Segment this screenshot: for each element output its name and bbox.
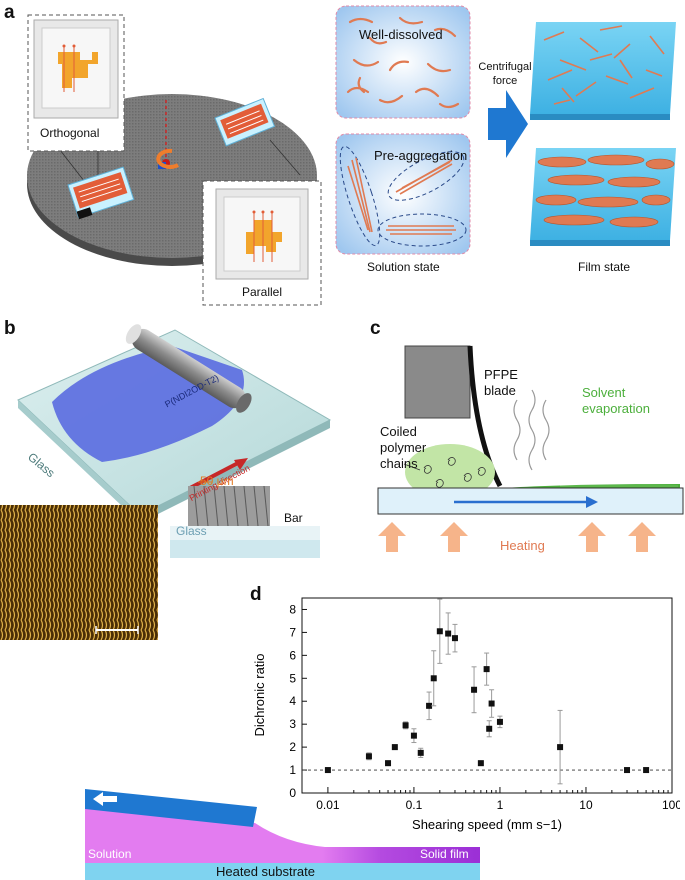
process-arrow-icon (488, 90, 528, 158)
data-point (477, 760, 484, 767)
coiled-line-1: Coiled (380, 424, 417, 439)
panel-a-solution-boxes (335, 5, 676, 255)
panel-a-spin-disk (27, 14, 322, 306)
data-point (624, 767, 631, 774)
data-point (391, 744, 398, 751)
solvent-line-2: evaporation (582, 401, 650, 416)
device-right (214, 97, 276, 147)
data-point (365, 753, 372, 760)
data-point (488, 700, 495, 707)
data-point (417, 749, 424, 756)
bar-spacing-label: 50 μm (200, 474, 234, 488)
x-tick-label: 10 (579, 798, 593, 812)
x-tick-label: 100 (662, 798, 680, 812)
well-dissolved-label: Well-dissolved (359, 27, 443, 42)
data-point (496, 718, 503, 725)
heated-substrate (85, 863, 480, 880)
y-tick-label: 1 (289, 763, 296, 777)
pfpe-blade-label: PFPE blade (484, 367, 518, 399)
pfpe-line-1: PFPE (484, 367, 518, 382)
afm-image (0, 505, 158, 640)
coiled-polymer-blob (405, 444, 495, 500)
blade-holder (404, 345, 471, 419)
heating-arrows (378, 522, 656, 552)
orthogonal-inset (27, 14, 125, 152)
orthogonal-label: Orthogonal (40, 126, 100, 140)
data-point (402, 722, 409, 729)
centrifugal-line-2: force (492, 75, 518, 87)
panel-b-label: b (4, 318, 16, 339)
blade-direction-arrow-icon (93, 792, 117, 806)
y-tick-label: 2 (289, 740, 296, 754)
y-tick-label: 0 (289, 786, 296, 800)
data-point (486, 725, 493, 732)
data-point (436, 628, 443, 635)
heated-substrate-label: Heated substrate (216, 864, 316, 879)
data-point (410, 732, 417, 739)
data-point (557, 744, 564, 751)
centrifugal-line-1: Centrifugal (478, 61, 532, 73)
film-state-label: Film state (578, 260, 631, 274)
data-point (451, 635, 458, 642)
x-tick-label: 0.01 (316, 798, 340, 812)
panel-d-label: d (250, 584, 262, 605)
rotation-arrow-icon (156, 148, 179, 169)
data-point (430, 675, 437, 682)
x-tick-label: 0.1 (406, 798, 423, 812)
panel-b-bar-coating (0, 324, 332, 640)
panel-c-label: c (370, 318, 381, 339)
centrifugal-label: Centrifugal force (470, 60, 540, 88)
bar-label: Bar (284, 511, 303, 525)
solution-label: Solution (88, 847, 132, 861)
y-tick-label: 4 (289, 694, 296, 708)
parallel-inset (202, 180, 322, 306)
bottom-coating-profile (85, 789, 480, 880)
coiled-line-3: chains (380, 456, 418, 471)
blade-tilted (85, 789, 257, 827)
data-point (426, 702, 433, 709)
solvent-evaporation-label: Solvent evaporation (582, 385, 650, 417)
solution-state-label: Solution state (367, 260, 440, 274)
x-tick-label: 1 (497, 798, 504, 812)
pfpe-line-2: blade (484, 383, 516, 398)
y-tick-label: 5 (289, 671, 296, 685)
y-tick-label: 7 (289, 625, 296, 639)
data-point (643, 767, 650, 774)
solvent-vapor-icon (513, 389, 550, 471)
heating-label: Heating (500, 538, 545, 553)
coiled-chains-label: Coiled polymer chains (380, 424, 426, 472)
data-point (471, 686, 478, 693)
panel-c-blade-coating (377, 345, 684, 552)
solvent-line-1: Solvent (582, 385, 626, 400)
y-tick-label: 6 (289, 648, 296, 662)
solid-film-label: Solid film (420, 847, 469, 861)
y-axis-title: Dichronic ratio (252, 653, 267, 736)
data-point (483, 666, 490, 673)
plot-frame (301, 597, 673, 794)
coiled-line-2: polymer (380, 440, 427, 455)
x-axis-title: Shearing speed (mm s−1) (412, 817, 562, 832)
well-dissolved-film (530, 22, 676, 120)
y-tick-label: 8 (289, 602, 296, 616)
data-point (385, 760, 392, 767)
y-tick-label: 3 (289, 717, 296, 731)
glass-label: Glass (176, 524, 207, 538)
data-point (445, 630, 452, 637)
coating-bar (125, 324, 252, 413)
pre-aggregation-label: Pre-aggregation (374, 148, 468, 163)
pre-aggregated-film (530, 148, 676, 246)
data-point (324, 767, 331, 774)
device-left (67, 166, 135, 220)
parallel-label: Parallel (242, 285, 283, 299)
panel-a-label: a (4, 2, 15, 23)
printing-direction-arrow-icon (189, 460, 241, 490)
